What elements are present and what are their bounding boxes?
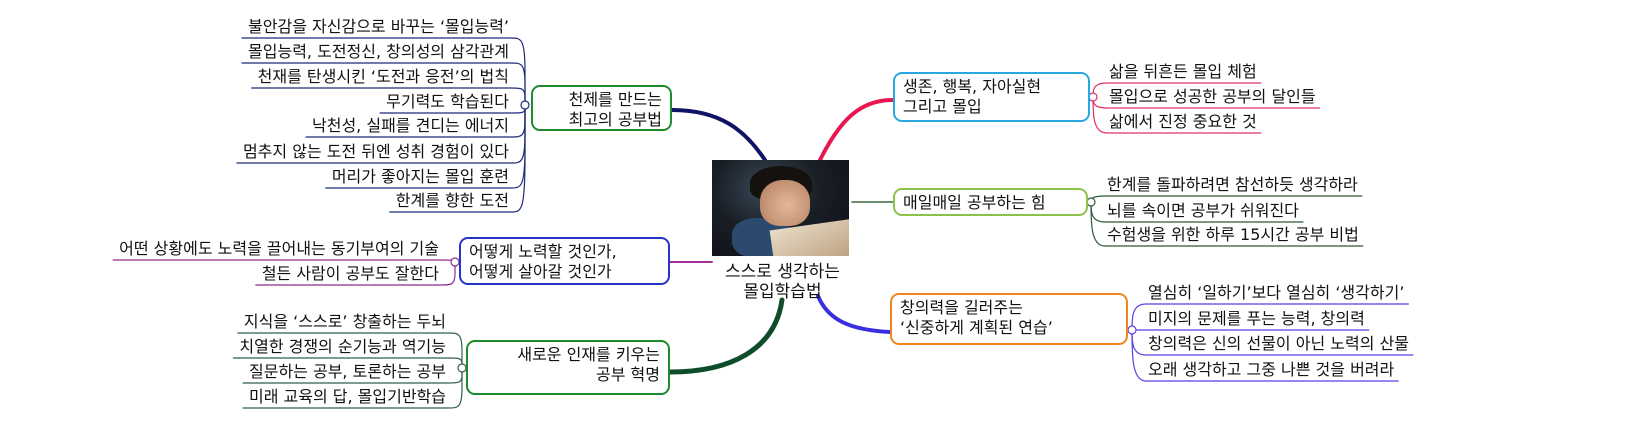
branch-connector: [816, 294, 892, 334]
leaf-topic[interactable]: 한계를 향한 도전: [395, 191, 509, 210]
branch-label-line: 그리고 몰입: [903, 97, 982, 116]
collapse-toggle-icon[interactable]: [520, 100, 530, 110]
branch-node[interactable]: 창의력을 길러주는‘신중하게 계획된 연습’: [890, 293, 1128, 345]
branch-label-line: ‘신중하게 계획된 연습’: [900, 318, 1053, 337]
leaf-topic[interactable]: 몰입능력, 도전정신, 창의성의 삼각관계: [248, 42, 509, 61]
leaf-topic[interactable]: 오래 생각하고 그중 나쁜 것을 버려라: [1148, 360, 1395, 379]
branch-label-line: 천제를 만드는: [568, 90, 662, 109]
central-topic[interactable]: 스스로 생각하는 몰입학습법: [700, 262, 865, 302]
leaf-underline: [1090, 201, 1364, 247]
central-title-line2: 몰입학습법: [743, 282, 822, 302]
central-title-line1: 스스로 생각하는: [725, 262, 840, 282]
collapse-toggle-icon[interactable]: [1086, 197, 1096, 207]
leaf-topic[interactable]: 천재를 탄생시킨 ‘도전과 응전’의 법칙: [257, 67, 509, 86]
leaf-topic[interactable]: 수험생을 위한 하루 15시간 공부 비법: [1107, 225, 1359, 244]
branch-label-line: 어떻게 노력할 것인가,: [469, 242, 617, 261]
branch-label-line: 어떻게 살아갈 것인가: [469, 262, 612, 281]
leaf-topic[interactable]: 철든 사람이 공부도 잘한다: [261, 264, 439, 283]
branch-node[interactable]: 매일매일 공부하는 힘: [893, 188, 1088, 216]
central-image[interactable]: [712, 160, 849, 256]
leaf-topic[interactable]: 무기력도 학습된다: [386, 92, 509, 111]
leaf-topic[interactable]: 불안감을 자신감으로 바꾸는 ‘몰입능력’: [248, 17, 509, 36]
branch-label-line: 창의력을 길러주는: [900, 298, 1023, 317]
leaf-topic[interactable]: 미지의 문제를 푸는 능력, 창의력: [1148, 309, 1365, 328]
leaf-topic[interactable]: 머리가 좋아지는 몰입 훈련: [331, 167, 509, 186]
branch-connector: [670, 108, 767, 162]
leaf-topic[interactable]: 낙천성, 실패를 견디는 에너지: [312, 116, 509, 135]
leaf-topic[interactable]: 질문하는 공부, 토론하는 공부: [249, 362, 446, 381]
leaf-topic[interactable]: 삶에서 진정 중요한 것: [1109, 112, 1257, 131]
branch-label-line: 생존, 행복, 자아실현: [903, 77, 1042, 96]
leaf-underline: [1092, 96, 1262, 134]
leaf-topic[interactable]: 지식을 ‘스스로’ 창출하는 두뇌: [243, 312, 446, 331]
leaf-topic[interactable]: 치열한 경쟁의 순기능과 역기능: [239, 337, 446, 356]
leaf-topic[interactable]: 멈추지 않는 도전 뒤엔 성취 경험이 있다: [242, 142, 509, 161]
photo-face: [760, 180, 810, 226]
collapse-toggle-icon[interactable]: [450, 257, 460, 267]
leaf-underline: [112, 259, 456, 263]
collapse-toggle-icon[interactable]: [1127, 325, 1137, 335]
leaf-topic[interactable]: 창의력은 신의 선물이 아닌 노력의 산물: [1148, 334, 1409, 353]
leaf-topic[interactable]: 미래 교육의 답, 몰입기반학습: [249, 387, 446, 406]
branch-connector: [818, 98, 895, 162]
leaf-topic[interactable]: 몰입으로 성공한 공부의 달인들: [1109, 87, 1316, 106]
leaf-topic[interactable]: 열심히 ‘일하기’보다 열심히 ‘생각하기’: [1148, 283, 1405, 302]
branch-label-line: 공부 혁명: [596, 365, 660, 384]
branch-label-line: 매일매일 공부하는 힘: [903, 193, 1046, 212]
branch-label-line: 새로운 인재를 키우는: [517, 345, 660, 364]
branch-label-line: 최고의 공부법: [568, 110, 662, 129]
branch-connector: [667, 297, 785, 375]
collapse-toggle-icon[interactable]: [457, 363, 467, 373]
branch-node[interactable]: 어떻게 노력할 것인가,어떻게 살아갈 것인가: [459, 237, 670, 285]
leaf-underline: [1131, 329, 1399, 382]
leaf-topic[interactable]: 삶을 뒤흔든 몰입 체험: [1109, 62, 1257, 81]
collapse-toggle-icon[interactable]: [1088, 92, 1098, 102]
leaf-topic[interactable]: 한계를 돌파하려면 참선하듯 생각하라: [1107, 175, 1358, 194]
leaf-topic[interactable]: 뇌를 속이면 공부가 쉬워진다: [1107, 201, 1299, 220]
leaf-topic[interactable]: 어떤 상황에도 노력을 끌어내는 동기부여의 기술: [119, 239, 439, 258]
